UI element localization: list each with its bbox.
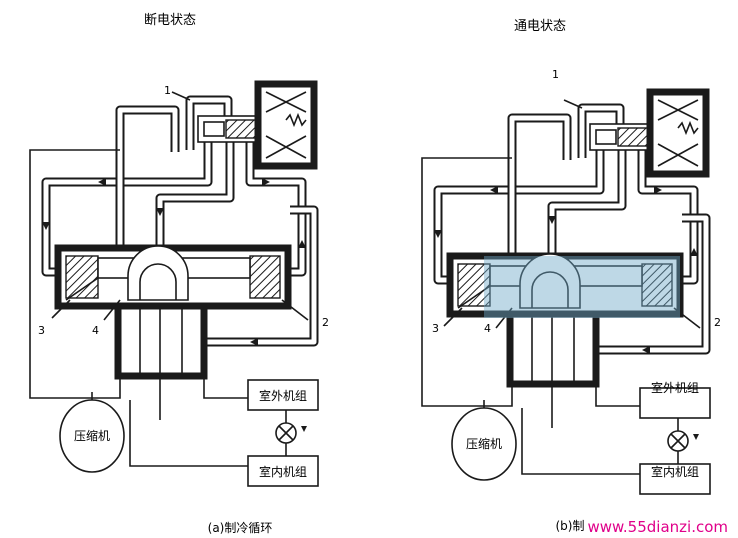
highlight-overlay <box>484 256 680 318</box>
label-1: 1 <box>164 84 171 97</box>
panel-caption: (b)制 <box>556 519 585 533</box>
panel-title: 断电状态 <box>144 13 196 28</box>
outdoor-unit-label: 室外机组 <box>651 380 699 395</box>
label-1: 1 <box>552 68 559 81</box>
label-3: 3 <box>432 322 439 335</box>
label-2: 2 <box>714 316 721 329</box>
indoor-unit-label: 室内机组 <box>651 464 699 479</box>
indoor-unit-label: 室内机组 <box>259 464 307 479</box>
compressor-label: 压缩机 <box>466 436 502 451</box>
panel-caption: (a)制冷循环 <box>208 521 273 535</box>
label-2: 2 <box>322 316 329 329</box>
panel-title: 通电状态 <box>514 19 566 34</box>
panel-left: 断电状态 1 3 4 2 压缩机 室外机组 室内机组 (a)制冷循环 <box>30 13 329 535</box>
compressor-label: 压缩机 <box>74 428 110 443</box>
panel-right: 通电状态 1 3 4 2 压缩机 室外机组 室内机组 (b)制 <box>422 19 721 533</box>
label-4: 4 <box>92 324 99 337</box>
label-3: 3 <box>38 324 45 337</box>
label-4: 4 <box>484 322 491 335</box>
watermark: www.55dianzi.com <box>587 518 728 536</box>
outdoor-unit-label: 室外机组 <box>259 388 307 403</box>
